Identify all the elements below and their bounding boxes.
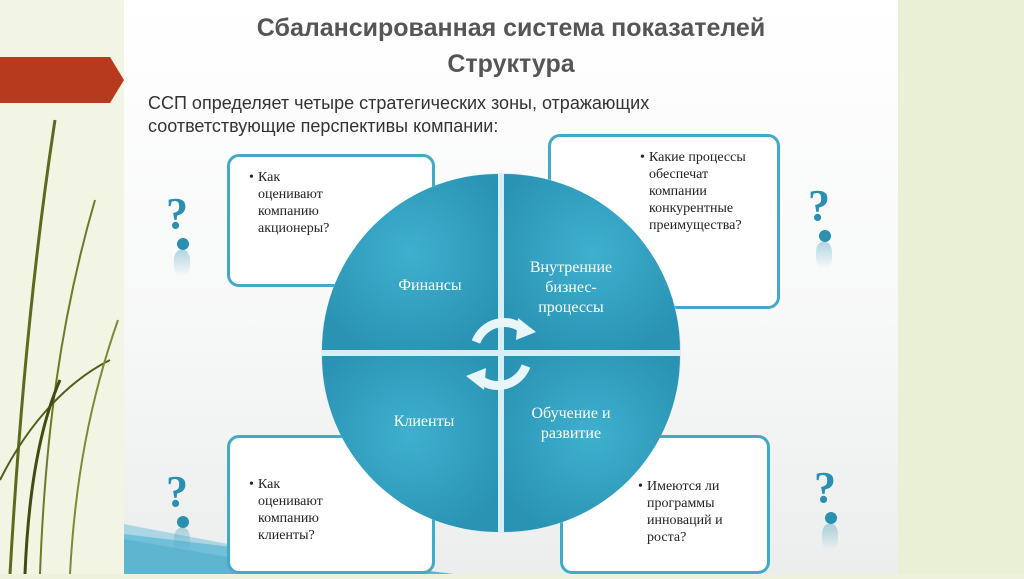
question-line: инноваций и [647,513,723,528]
question-line: Имеются ли [647,479,720,494]
slide-image: Сбалансированная система показателей Стр… [124,0,898,574]
quadrant-label-line: развитие [540,425,602,442]
question-text: Как оценивают компанию клиенты? [249,476,424,544]
quadrant-label-line: Внутренние [529,259,613,276]
question-text: Имеются ли программы инноваций и роста? [638,478,759,546]
slide-title: Сбалансированная система показателей [256,14,766,42]
question-mark-icon: ? [808,184,832,268]
question-text: Какие процессы обеспечат компании конкур… [640,149,769,234]
quadrant-clients [322,356,498,532]
quadrant-label-processes: Внутренние бизнес- процессы [506,258,636,318]
question-line: конкурентные [649,201,734,216]
intro-line-2: соответствующие перспективы компании: [148,116,499,136]
intro-text: ССП определяет четыре стратегических зон… [148,92,748,138]
question-line: оценивают [258,187,323,202]
question-text: Как оценивают компанию акционеры? [249,169,424,237]
grass-decoration [0,119,119,575]
quadrant-label-line: бизнес- [545,279,597,296]
quadrant-label-line: процессы [538,299,604,316]
slide-subtitle: Структура [447,50,575,78]
slide-marker-arrow [0,57,124,103]
question-line: роста? [647,530,687,545]
right-decoration-strip [898,0,1024,574]
perspectives-circle [321,173,681,533]
question-line: компанию [258,204,319,219]
question-line: оценивают [258,494,323,509]
question-box-bottom-left: Как оценивают компанию клиенты? [227,435,435,574]
quadrant-label-finance: Финансы [398,277,462,294]
question-mark-icon: ? [166,192,190,276]
question-line: акционеры? [258,221,330,236]
question-line: обеспечат [649,167,709,182]
question-line: преимущества? [649,218,742,233]
question-line: Какие процессы [649,150,746,165]
quadrant-label-line: Обучение и [531,405,611,422]
quadrant-label-clients: Клиенты [393,413,455,430]
question-line: Как [258,170,281,185]
question-line: программы [647,496,715,511]
quadrant-learning [504,356,680,532]
question-line: Как [258,477,281,492]
quadrant-processes [504,174,680,350]
quadrant-label-learning: Обучение и развитие [506,404,636,444]
question-line: клиенты? [258,528,315,543]
question-mark-icon: ? [166,470,190,554]
intro-line-1: ССП определяет четыре стратегических зон… [148,93,650,113]
question-mark-icon: ? [814,466,838,550]
question-line: компанию [258,511,319,526]
question-line: компании [649,184,707,199]
quadrant-finance [322,174,498,350]
